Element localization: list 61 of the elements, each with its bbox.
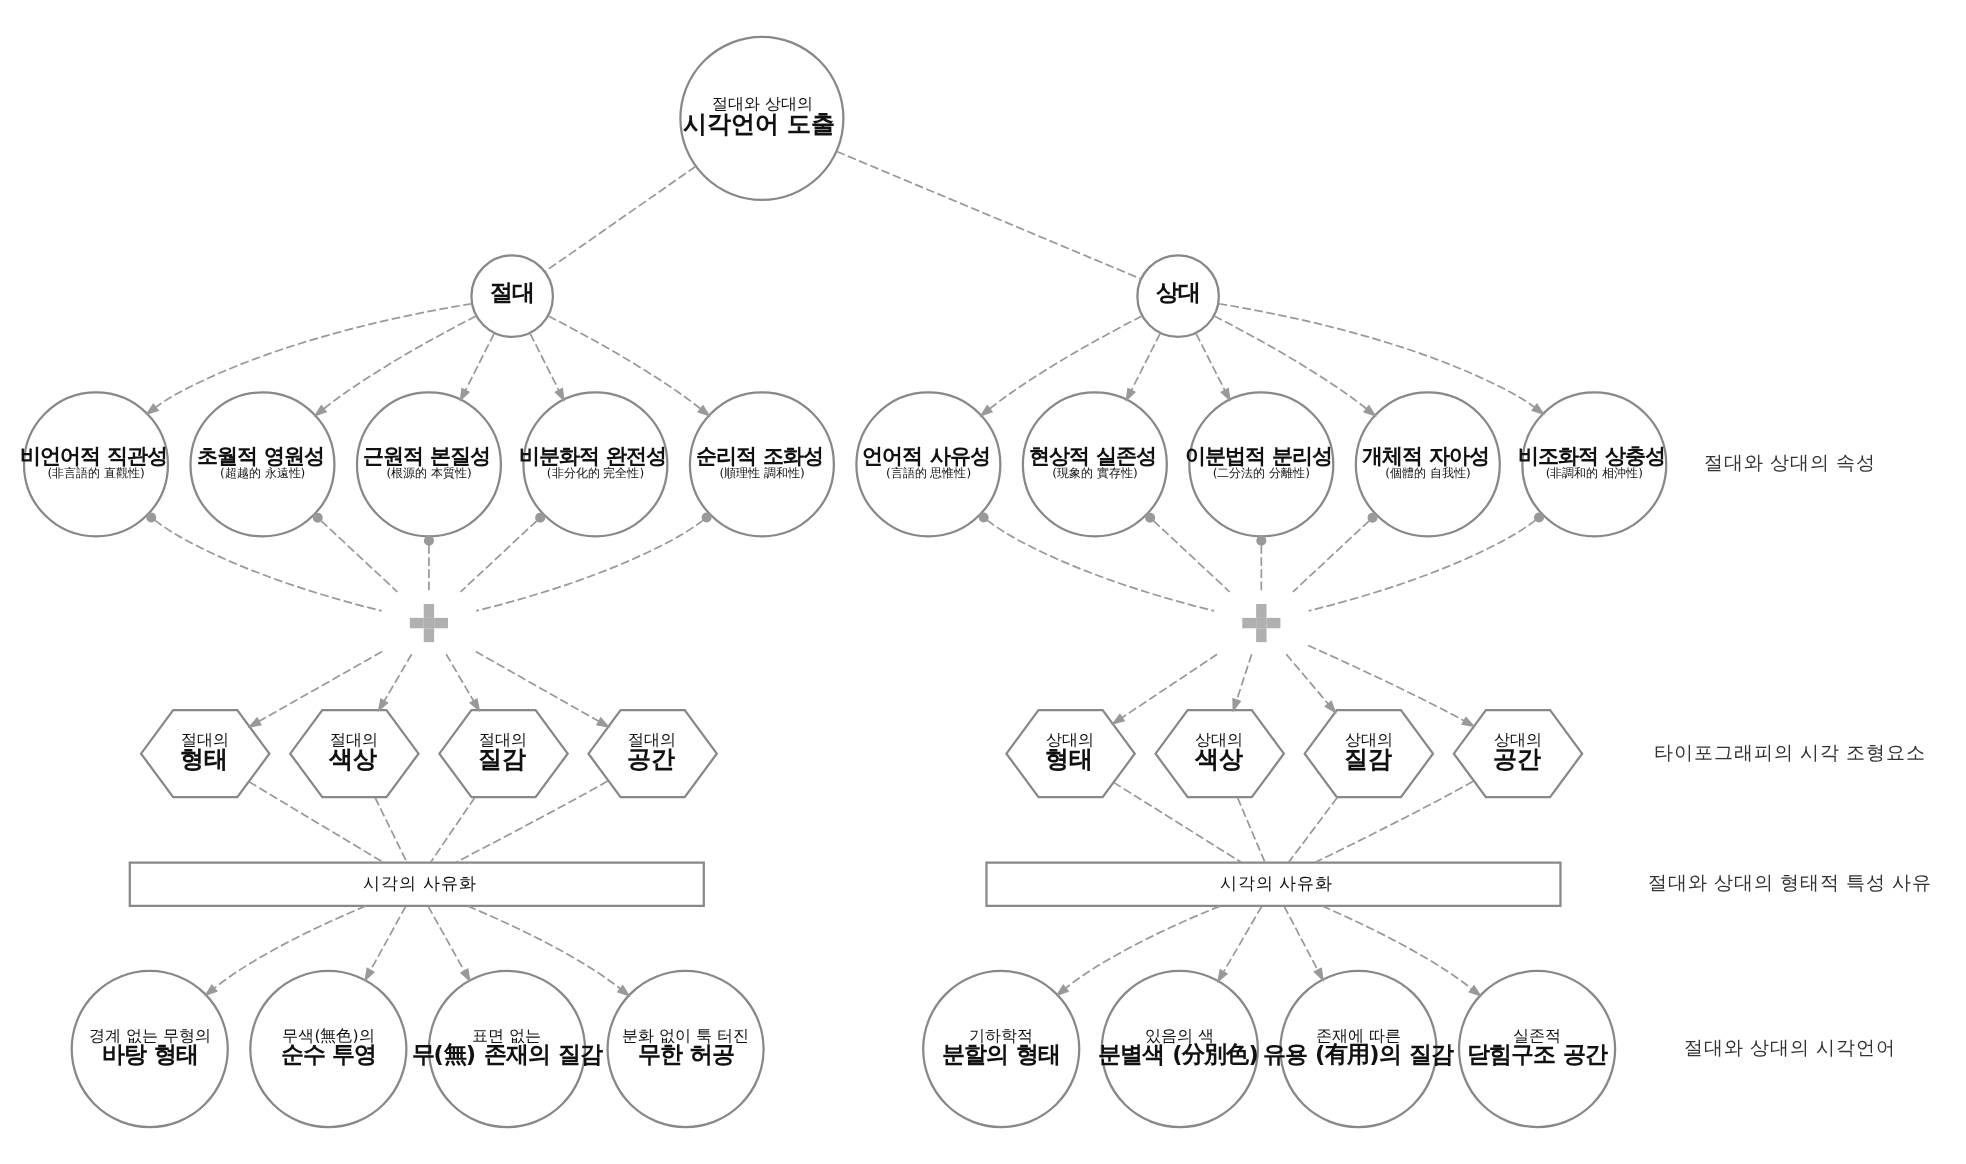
arrow (1307, 644, 1476, 728)
connector (374, 796, 408, 863)
connector (423, 535, 434, 593)
connector (475, 512, 712, 612)
arrow (313, 315, 477, 418)
node-label: 유용 (有用)의 질감 (1263, 1041, 1454, 1068)
arrow (377, 653, 413, 713)
arrow (145, 302, 473, 416)
connector (978, 512, 1215, 612)
arrow (364, 905, 407, 982)
connector (1256, 535, 1267, 593)
arrow (467, 905, 631, 997)
arrow (1213, 315, 1377, 418)
arrow (547, 315, 711, 418)
label: 타이포그래피의 시각 조형요소 (1654, 742, 1927, 765)
arrow (1232, 653, 1253, 713)
node-circle: 절대와 상대의 시각언어 도출 (679, 35, 845, 202)
connector (1314, 780, 1475, 864)
connector (1307, 512, 1544, 612)
connector (1145, 512, 1231, 593)
node-circle: 절대 (470, 254, 555, 339)
node-box: 시각의 사유화 (128, 861, 705, 908)
arrow (247, 650, 383, 728)
arrow (1111, 653, 1218, 725)
node-circle: 상대 (1136, 254, 1220, 339)
connector (1112, 781, 1242, 864)
arrow (1321, 905, 1483, 998)
node-circle: 분화 없이 툭 터진 무한 허공 (606, 969, 765, 1129)
label: 절대와 상대의 시각언어 (1684, 1037, 1897, 1060)
connector (835, 150, 1142, 280)
connector (1287, 796, 1338, 863)
connector (312, 512, 399, 593)
arrow (203, 905, 367, 997)
connector (544, 165, 697, 273)
arrow (1217, 905, 1263, 984)
node-circle: 경계 없는 무형의 바탕 형태 (70, 969, 229, 1129)
arrow (445, 653, 481, 713)
arrow (1283, 905, 1324, 982)
arrow (427, 905, 471, 983)
node-circle: 실존적 닫힘구조 공간 (1457, 969, 1617, 1129)
connector (459, 512, 546, 593)
node-circle: 기하학적 분할의 형태 (922, 969, 1081, 1129)
arrow (529, 332, 565, 403)
arrow (1195, 332, 1231, 403)
connector (455, 780, 609, 864)
arrow (1125, 332, 1161, 403)
label: 절대와 상대의 형태적 특성 사유 (1648, 873, 1933, 896)
arrow (1055, 905, 1221, 997)
node-label: 무(無) 존재의 질감 (411, 1041, 602, 1068)
arrow (459, 332, 495, 403)
arrow (474, 650, 611, 728)
connector (429, 796, 476, 863)
connector (1292, 512, 1378, 593)
arrow (979, 315, 1143, 418)
connector (248, 780, 385, 864)
label: 절대와 상대의 속성 (1704, 453, 1877, 476)
arrow (1285, 653, 1337, 715)
connector (1236, 796, 1266, 863)
node-box: 시각의 사유화 (985, 861, 1562, 908)
arrow (1217, 302, 1546, 416)
connector (146, 512, 383, 612)
